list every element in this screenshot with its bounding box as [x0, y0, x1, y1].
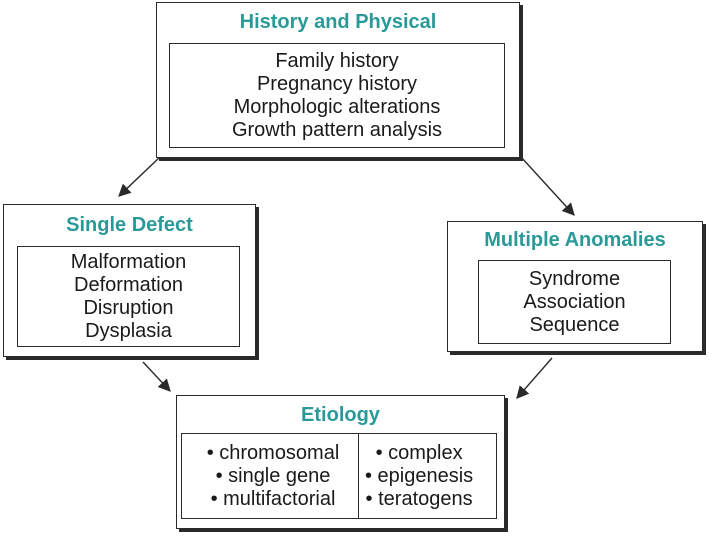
list-item: Dysplasia — [85, 319, 172, 342]
etiology-items: • chromosomal • single gene • multifacto… — [181, 433, 497, 519]
list-item: Growth pattern analysis — [231, 118, 443, 141]
arrow-right-to-bottom — [516, 357, 553, 399]
list-item: • teratogens — [365, 487, 473, 510]
history-and-physical-box: History and Physical Family history Preg… — [156, 2, 520, 158]
etiology-column-left: • chromosomal • single gene • multifacto… — [182, 434, 359, 518]
multiple-anomalies-box: Multiple Anomalies Syndrome Association … — [447, 221, 703, 352]
arrow-left-to-bottom — [142, 361, 171, 392]
list-item: Deformation — [74, 273, 183, 296]
list-item: Malformation — [70, 250, 187, 273]
box-title: Etiology — [301, 404, 380, 426]
list-item: • chromosomal — [206, 441, 340, 464]
list-item: Association — [523, 290, 626, 313]
history-items: Family history Pregnancy history Morphol… — [169, 43, 505, 148]
list-item: • complex — [375, 441, 463, 464]
list-item: • epigenesis — [365, 464, 474, 487]
list-item: Family history — [275, 49, 399, 72]
arrow-top-to-right — [520, 156, 575, 216]
etiology-box: Etiology • chromosomal • single gene • m… — [176, 395, 505, 529]
list-item: Morphologic alterations — [233, 95, 441, 118]
box-title: Single Defect — [66, 214, 193, 236]
box-title: History and Physical — [239, 11, 437, 33]
list-item: Disruption — [83, 296, 174, 319]
box-title: Multiple Anomalies — [484, 229, 666, 251]
single-defect-items: Malformation Deformation Disruption Dysp… — [17, 246, 240, 347]
list-item: Pregnancy history — [256, 72, 418, 95]
list-item: Syndrome — [528, 267, 621, 290]
etiology-column-right: • complex • epigenesis • teratogens — [359, 434, 473, 518]
arrow-top-to-left — [118, 156, 161, 197]
single-defect-box: Single Defect Malformation Deformation D… — [3, 204, 256, 357]
list-item: • multifactorial — [210, 487, 336, 510]
multiple-anomalies-items: Syndrome Association Sequence — [478, 260, 671, 344]
list-item: • single gene — [215, 464, 331, 487]
list-item: Sequence — [529, 313, 620, 336]
